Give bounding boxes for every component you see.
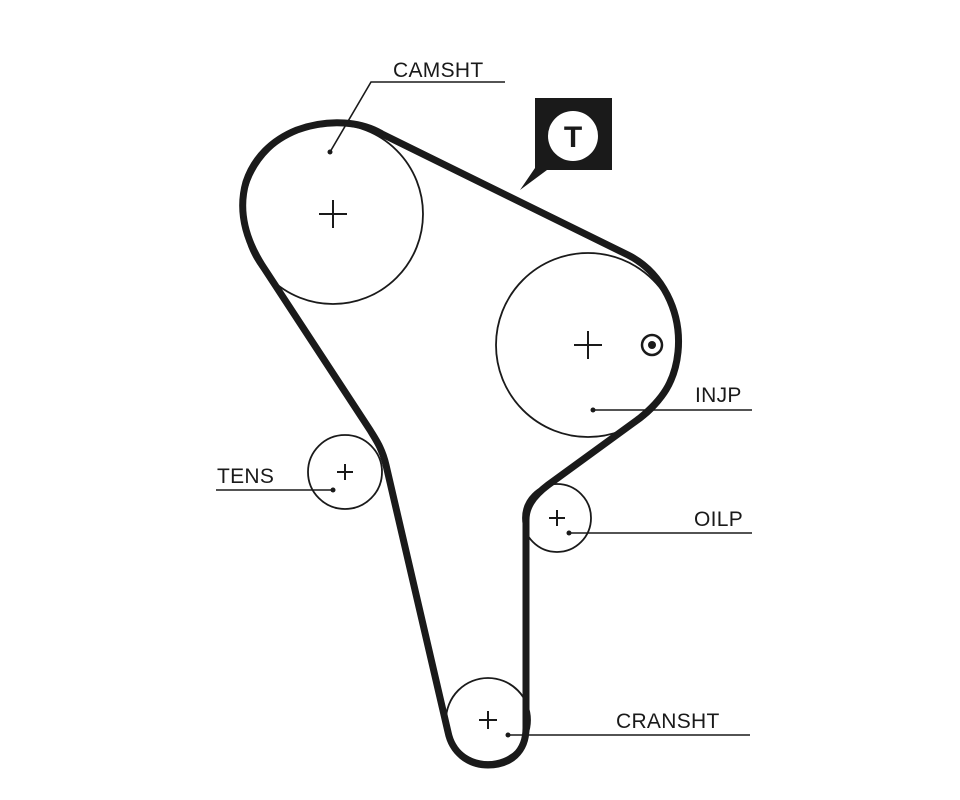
injection-pump-leader [590,407,752,413]
crankshaft-label: CRANSHT [616,710,720,733]
crankshaft-center-cross [479,711,497,729]
injection-pump-center-cross [574,331,602,359]
tension-badge-letter: T [564,121,582,154]
oil-pump-center-cross [549,510,565,526]
tension-badge: T [520,98,612,190]
tensioner-center-cross [337,464,353,480]
camshaft-leader [327,81,505,155]
injection-pump-label: INJP [695,384,742,407]
tensioner-label: TENS [217,465,274,488]
oil-pump-label: OILP [694,508,743,531]
camshaft-center-cross [319,200,347,228]
crankshaft-leader [505,732,750,738]
camshaft-label: CAMSHT [393,59,483,82]
timing-belt [239,119,683,769]
timing-mark-icon [640,333,664,357]
oil-pump-leader [566,530,752,536]
tension-badge-circle [548,111,598,161]
tensioner-leader [216,487,336,493]
